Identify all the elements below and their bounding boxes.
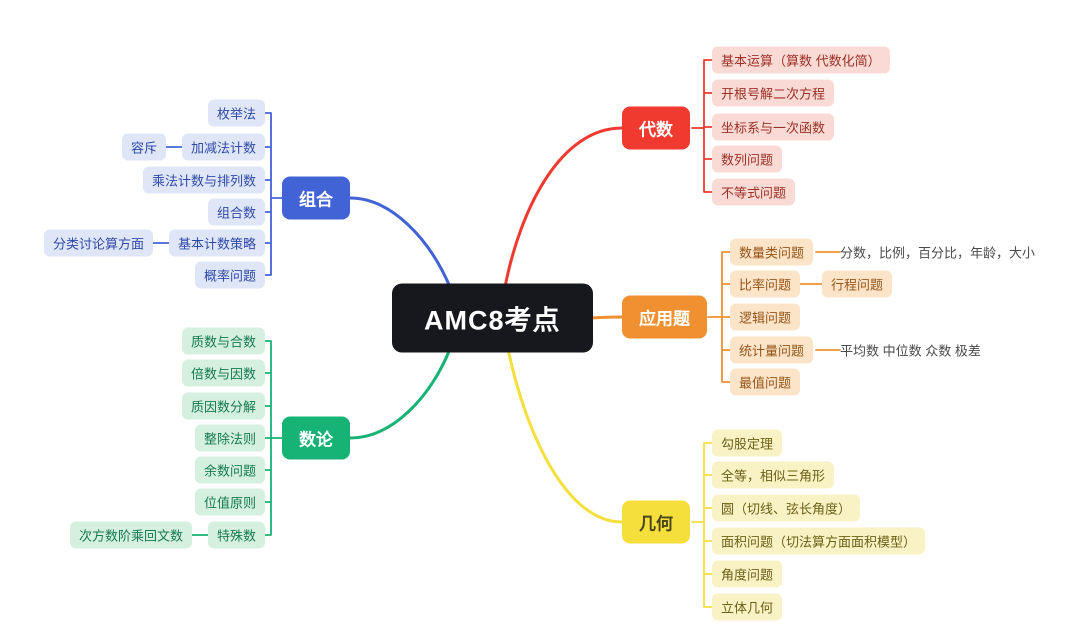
geometry-topic[interactable]: 面积问题（切法算方面面积模型） [712, 527, 926, 555]
number-theory-topic[interactable]: 特殊数 [207, 521, 265, 549]
number-theory-topic[interactable]: 余数问题 [194, 456, 265, 484]
number-theory-children-bracket [191, 340, 283, 536]
combinatorics-subtopic[interactable]: 分类讨论算方面 [43, 229, 153, 257]
algebra-topic[interactable]: 不等式问题 [712, 178, 796, 206]
number-theory-topic[interactable]: 质因数分解 [181, 392, 265, 420]
algebra-topic[interactable]: 开根号解二次方程 [712, 79, 835, 107]
algebra-topic[interactable]: 基本运算（算数 代数化简） [712, 46, 890, 74]
combinatorics-children-bracket [152, 112, 283, 276]
branch-combinatorics[interactable]: 组合 [282, 176, 350, 220]
number-theory-link [348, 347, 452, 440]
algebra-topic[interactable]: 坐标系与一次函数 [712, 113, 835, 141]
geometry-topic[interactable]: 立体几何 [712, 593, 783, 621]
branch-algebra[interactable]: 代数 [622, 106, 690, 150]
branch-geometry[interactable]: 几何 [622, 500, 690, 544]
geometry-children-bracket [691, 442, 713, 608]
application-topic[interactable]: 逻辑问题 [730, 303, 801, 331]
combinatorics-link [348, 196, 452, 289]
combinatorics-topic[interactable]: 枚举法 [207, 99, 265, 127]
geometry-topic[interactable]: 角度问题 [712, 560, 783, 588]
combinatorics-topic[interactable]: 加减法计数 [181, 133, 265, 161]
number-theory-subtopic[interactable]: 次方数阶乘回文数 [69, 521, 192, 549]
application-children-bracket [707, 251, 841, 383]
application-subtopic[interactable]: 平均数 中位数 众数 极差 [840, 343, 981, 359]
number-theory-topic[interactable]: 倍数与因数 [181, 359, 265, 387]
geometry-topic[interactable]: 全等，相似三角形 [712, 461, 835, 489]
number-theory-topic[interactable]: 整除法则 [194, 424, 265, 452]
application-topic[interactable]: 最值问题 [730, 368, 801, 396]
application-topic[interactable]: 统计量问题 [730, 336, 814, 364]
combinatorics-topic[interactable]: 组合数 [207, 198, 265, 226]
combinatorics-topic[interactable]: 乘法计数与排列数 [142, 166, 265, 194]
algebra-link [503, 126, 624, 289]
branch-application[interactable]: 应用题 [622, 295, 707, 339]
geometry-topic[interactable]: 勾股定理 [712, 429, 783, 457]
algebra-children-bracket [691, 59, 713, 193]
combinatorics-subtopic[interactable]: 容斥 [121, 133, 166, 161]
algebra-topic[interactable]: 数列问题 [712, 145, 783, 173]
application-subtopic[interactable]: 分数，比例，百分比，年龄，大小 [840, 245, 1036, 261]
geometry-link [506, 347, 624, 524]
number-theory-topic[interactable]: 位值原则 [194, 488, 265, 516]
combinatorics-topic[interactable]: 概率问题 [194, 261, 265, 289]
geometry-topic[interactable]: 圆（切线、弦长角度） [712, 494, 861, 522]
application-topic[interactable]: 数量类问题 [730, 238, 814, 266]
number-theory-topic[interactable]: 质数与合数 [181, 327, 265, 355]
branch-number-theory[interactable]: 数论 [282, 416, 350, 460]
center-node[interactable]: AMC8考点 [392, 283, 593, 353]
application-topic[interactable]: 比率问题 [730, 270, 801, 298]
combinatorics-topic[interactable]: 基本计数策略 [168, 229, 265, 257]
application-subtopic[interactable]: 行程问题 [822, 270, 893, 298]
